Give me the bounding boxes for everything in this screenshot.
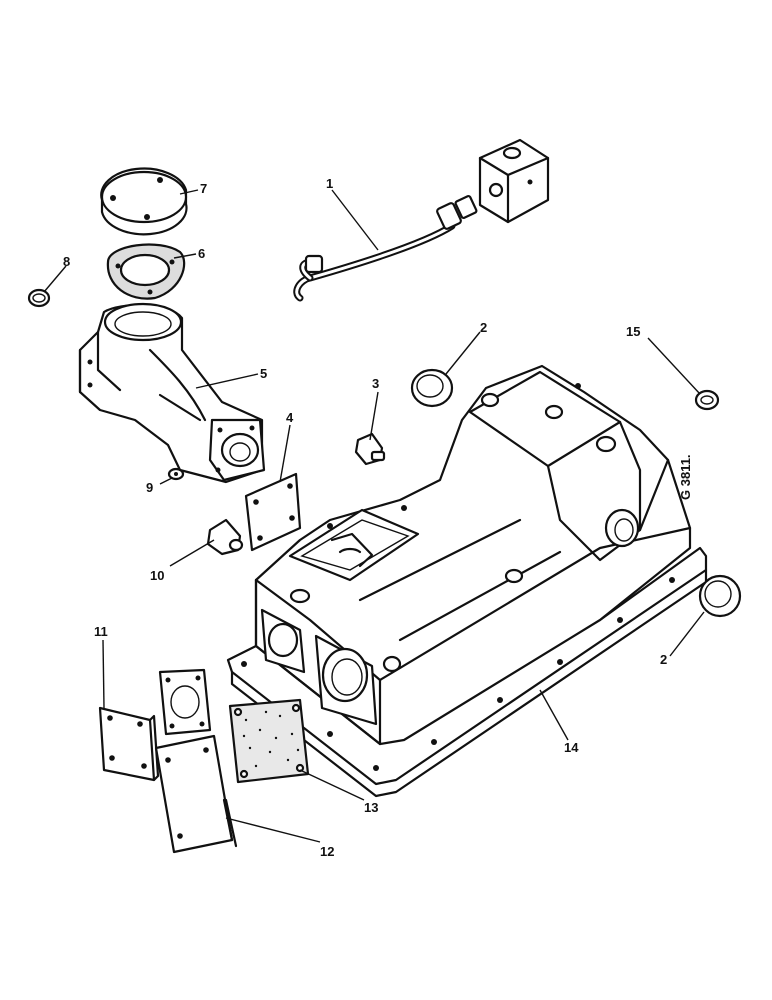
part-7-cover-plate bbox=[100, 167, 188, 236]
part-12-plate bbox=[154, 734, 238, 854]
label-part-4: 4 bbox=[286, 410, 294, 425]
label-part-13: 13 bbox=[364, 800, 378, 815]
label-part-1: 1 bbox=[326, 176, 333, 191]
drawing-code: G 3811. bbox=[678, 454, 693, 500]
part-8-plug bbox=[27, 288, 51, 308]
label-part-7: 7 bbox=[200, 181, 207, 196]
label-part-14: 14 bbox=[564, 740, 579, 755]
leader-lines bbox=[43, 189, 705, 843]
part-6-gasket bbox=[106, 243, 186, 300]
part-4-cover-plate bbox=[244, 472, 302, 552]
part-11-plate bbox=[98, 706, 160, 782]
part-1-valve-block bbox=[478, 138, 550, 224]
part-9-washer bbox=[167, 467, 185, 481]
part-3-fitting bbox=[354, 432, 386, 466]
part-labels: 1 2 2 3 4 5 6 7 8 9 10 11 12 13 14 15 G … bbox=[63, 176, 693, 859]
part-gasket-small bbox=[158, 668, 212, 736]
part-5-housing bbox=[78, 302, 266, 484]
label-part-11: 11 bbox=[94, 624, 108, 639]
part-2-plug-upper bbox=[410, 368, 454, 408]
part-14-main-casing bbox=[226, 364, 708, 798]
label-part-15: 15 bbox=[626, 324, 640, 339]
label-part-12: 12 bbox=[320, 844, 334, 859]
part-1-pipe bbox=[293, 195, 478, 302]
label-part-2-lower: 2 bbox=[660, 652, 667, 667]
label-part-10: 10 bbox=[150, 568, 164, 583]
label-part-6: 6 bbox=[198, 246, 205, 261]
label-part-5: 5 bbox=[260, 366, 267, 381]
label-part-9: 9 bbox=[146, 480, 153, 495]
part-13-gasket bbox=[228, 698, 310, 784]
part-10-fitting bbox=[206, 518, 244, 556]
label-part-3: 3 bbox=[372, 376, 379, 391]
part-2-plug-lower bbox=[698, 574, 742, 618]
label-part-8: 8 bbox=[63, 254, 70, 269]
part-15-plug bbox=[694, 389, 720, 411]
label-part-2-upper: 2 bbox=[480, 320, 487, 335]
